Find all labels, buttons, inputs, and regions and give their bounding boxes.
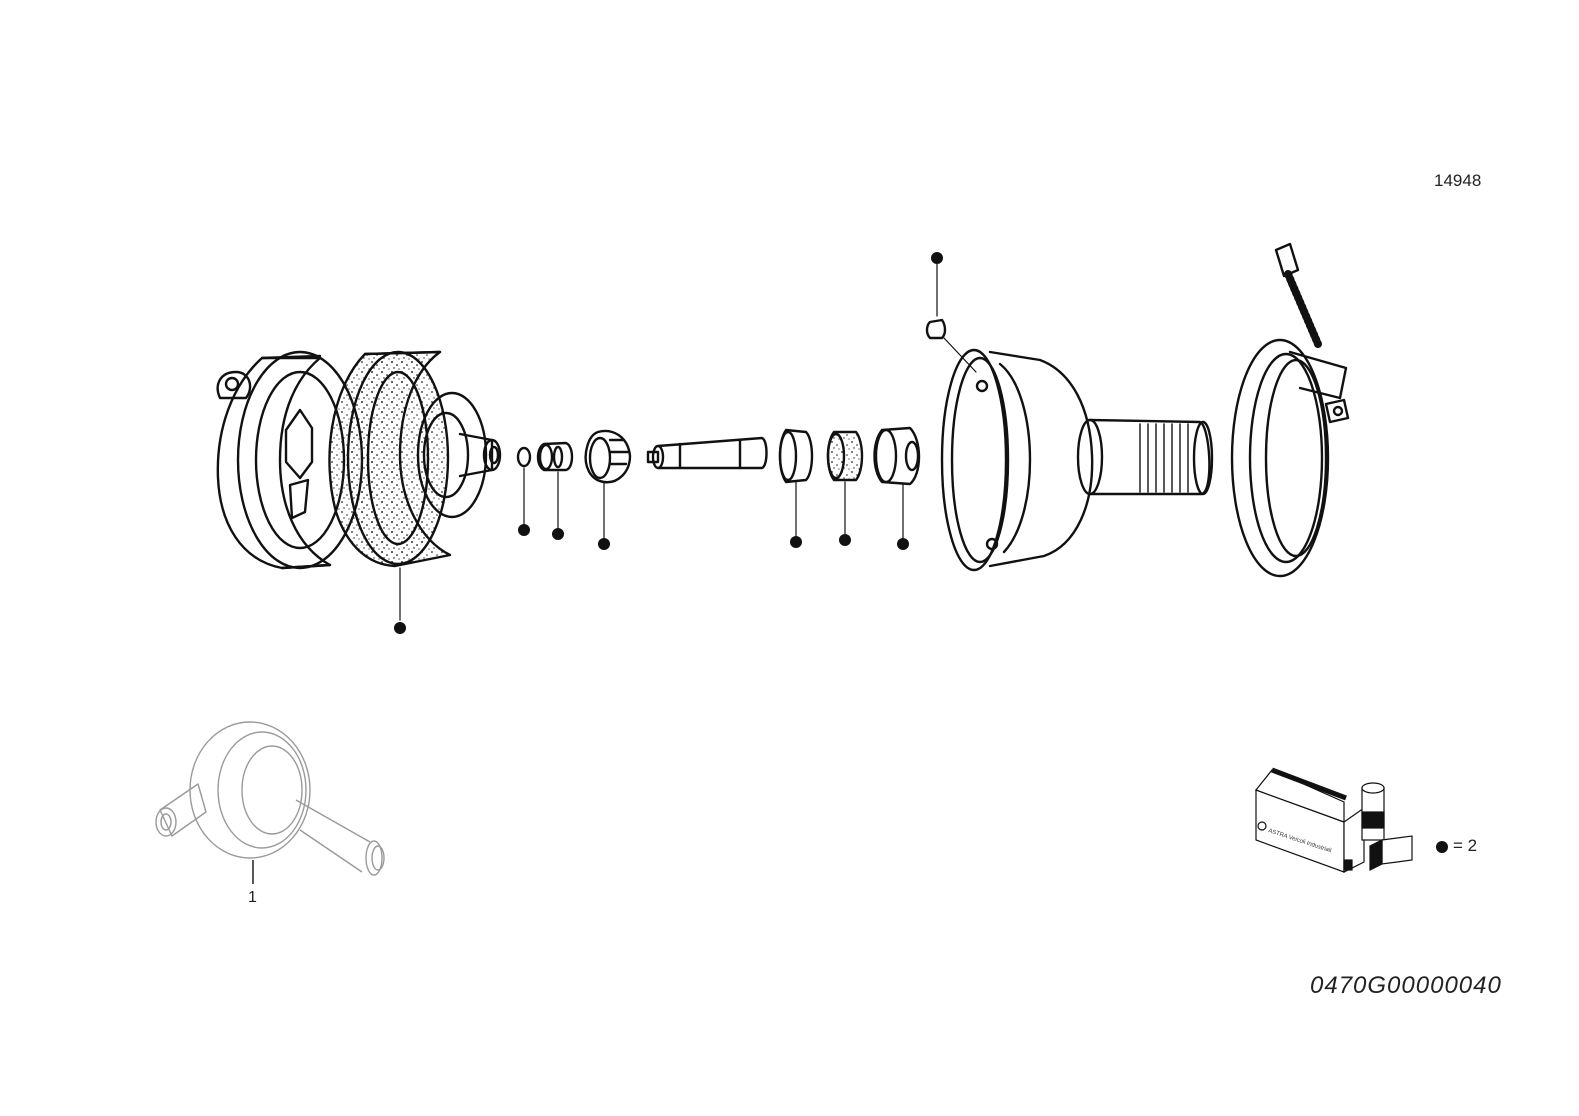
clamp-bolt xyxy=(1274,242,1350,424)
bearing-cap xyxy=(778,428,814,484)
push-rod xyxy=(646,436,768,470)
pushrod-plate xyxy=(416,391,502,519)
kit-quantity: = 2 xyxy=(1453,836,1478,855)
exploded-brake-chamber xyxy=(216,242,1350,634)
drawing-code: 0470G00000040 xyxy=(1310,972,1502,999)
rear-housing xyxy=(940,348,1214,572)
kit-dot-icon xyxy=(1436,841,1448,853)
bushing xyxy=(536,441,574,472)
clamp-ring xyxy=(1230,338,1348,578)
diaphragm xyxy=(328,350,452,568)
front-housing xyxy=(216,350,364,570)
guide-bush xyxy=(873,426,921,486)
service-kit-box-icon: ASTRA Veicoli Industriali xyxy=(1255,767,1448,873)
figure-number: 14948 xyxy=(1434,171,1482,190)
item-label: 1 xyxy=(248,889,257,906)
assembled-brake-chamber xyxy=(155,721,385,884)
vent-plug xyxy=(925,318,947,340)
seal xyxy=(826,430,864,482)
leader-lines xyxy=(399,263,977,621)
callout-dots xyxy=(394,252,943,634)
piston-head xyxy=(584,429,632,484)
seal-ring xyxy=(516,446,532,468)
